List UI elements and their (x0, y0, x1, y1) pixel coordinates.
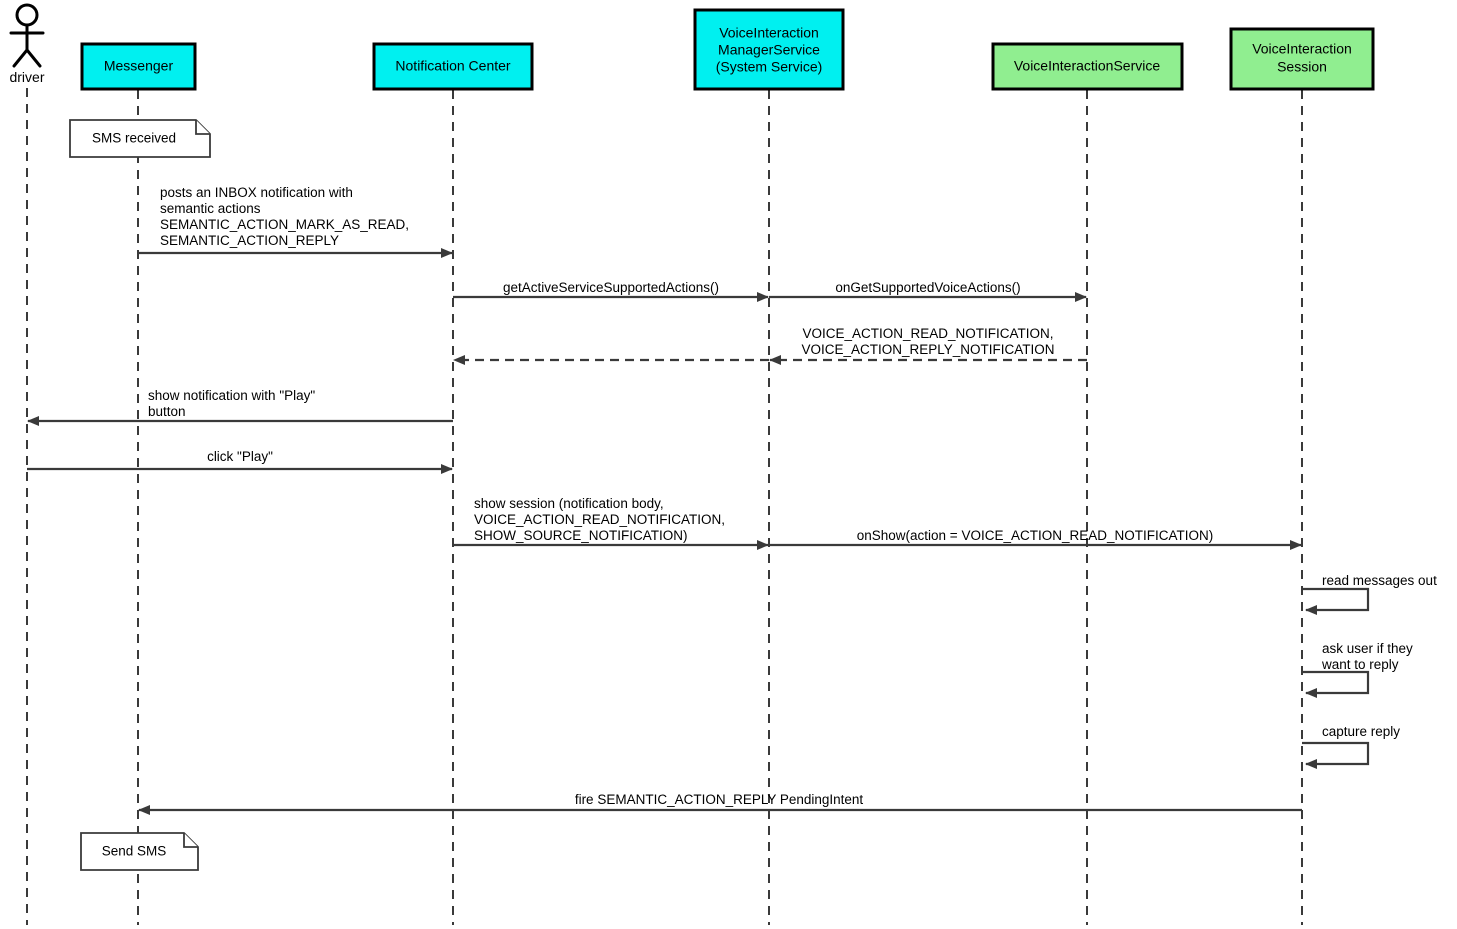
message-get-active-service-supported-actions[interactable]: getActiveServiceSupportedActions() (453, 280, 769, 302)
lifeline-label-voice-interaction-session-line1: VoiceInteraction (1252, 41, 1352, 57)
lifeline-label-voice-interaction-manager-service-line1: VoiceInteraction (719, 25, 819, 41)
lifeline-head-messenger[interactable]: Messenger (80, 42, 197, 91)
note-send-sms-label: Send SMS (102, 844, 167, 859)
message-post-notification-label-line3: SEMANTIC_ACTION_MARK_AS_READ, (160, 217, 409, 232)
lifeline-head-notification-center[interactable]: Notification Center (372, 42, 534, 91)
note-sms-received-label: SMS received (92, 131, 176, 146)
message-return-voice-actions-label-line2: VOICE_ACTION_REPLY_NOTIFICATION (801, 342, 1054, 357)
lifeline-label-messenger: Messenger (104, 58, 174, 74)
lifeline-head-voice-interaction-manager-service[interactable]: VoiceInteraction ManagerService (System … (693, 8, 845, 91)
note-send-sms-shape (80, 832, 199, 871)
note-send-sms[interactable]: Send SMS (80, 832, 199, 871)
lifeline-dashes (26, 88, 1303, 925)
message-fire-reply-pending-intent-label: fire SEMANTIC_ACTION_REPLY PendingIntent (575, 792, 864, 807)
lifeline-box-notification-center[interactable] (372, 42, 534, 91)
lifeline-head-voice-interaction-service[interactable]: VoiceInteractionService (991, 42, 1184, 91)
self-message-capture-reply[interactable]: capture reply (1302, 724, 1400, 769)
message-show-session-label-line3: SHOW_SOURCE_NOTIFICATION) (474, 528, 688, 543)
self-message-read-messages-out[interactable]: read messages out (1302, 573, 1437, 615)
message-click-play-label: click "Play" (207, 449, 273, 464)
message-on-get-supported-voice-actions[interactable]: onGetSupportedVoiceActions() (769, 280, 1087, 302)
message-post-notification-label-line1: posts an INBOX notification with (160, 185, 353, 200)
actor-head-icon (15, 3, 39, 27)
actor-leg-left-icon (12, 48, 29, 68)
note-sms-received-shape (69, 119, 211, 158)
note-send-sms-fold-icon (183, 833, 198, 848)
message-show-session[interactable]: show session (notification body, VOICE_A… (453, 496, 769, 550)
self-message-read-messages-out-arrow[interactable] (1302, 587, 1370, 615)
note-sms-received[interactable]: SMS received (69, 119, 211, 158)
actor-driver-label: driver (9, 69, 44, 85)
lifeline-box-voice-interaction-session[interactable] (1229, 27, 1375, 91)
lifeline-box-voice-interaction-manager-service[interactable] (693, 8, 845, 91)
lifeline-label-voice-interaction-manager-service-line2: ManagerService (718, 42, 820, 58)
message-click-play[interactable]: click "Play" (27, 449, 453, 474)
lifeline-box-voice-interaction-service[interactable] (991, 42, 1184, 91)
message-return-voice-actions-to-manager[interactable]: VOICE_ACTION_READ_NOTIFICATION, VOICE_AC… (769, 326, 1087, 365)
lifeline-label-notification-center: Notification Center (395, 58, 511, 74)
lifeline-box-messenger[interactable] (80, 42, 197, 91)
self-message-ask-user-reply-label-line1: ask user if they (1322, 641, 1413, 656)
lifeline-label-voice-interaction-service: VoiceInteractionService (1014, 58, 1161, 74)
message-show-session-label-line1: show session (notification body, (474, 496, 664, 511)
message-show-notification-label-line2: button (148, 404, 186, 419)
message-on-show-label: onShow(action = VOICE_ACTION_READ_NOTIFI… (857, 528, 1213, 543)
self-message-read-messages-out-label: read messages out (1322, 573, 1437, 588)
message-post-notification-label-line2: semantic actions (160, 201, 261, 216)
self-message-capture-reply-arrow[interactable] (1302, 741, 1370, 769)
self-message-ask-user-reply[interactable]: ask user if they want to reply (1302, 641, 1413, 698)
lifeline-label-voice-interaction-manager-service-line3: (System Service) (716, 59, 823, 75)
message-on-get-supported-voice-actions-label: onGetSupportedVoiceActions() (835, 280, 1020, 295)
self-message-capture-reply-label: capture reply (1322, 724, 1400, 739)
message-post-notification[interactable]: posts an INBOX notification with semanti… (138, 185, 453, 258)
lifeline-label-voice-interaction-session-line2: Session (1277, 59, 1327, 75)
message-on-show[interactable]: onShow(action = VOICE_ACTION_READ_NOTIFI… (769, 528, 1302, 550)
message-fire-reply-pending-intent[interactable]: fire SEMANTIC_ACTION_REPLY PendingIntent (138, 792, 1302, 815)
actor-driver[interactable]: driver (9, 3, 45, 85)
actor-leg-right-icon (25, 48, 42, 68)
self-message-ask-user-reply-label-line2: want to reply (1321, 657, 1399, 672)
lifeline-head-voice-interaction-session[interactable]: VoiceInteraction Session (1229, 27, 1375, 91)
self-message-ask-user-reply-arrow[interactable] (1302, 670, 1370, 698)
message-post-notification-label-line4: SEMANTIC_ACTION_REPLY (160, 233, 339, 248)
note-sms-received-fold-icon (195, 120, 210, 135)
message-show-notification[interactable]: show notification with "Play" button (27, 388, 453, 426)
message-show-session-label-line2: VOICE_ACTION_READ_NOTIFICATION, (474, 512, 725, 527)
message-get-active-service-supported-actions-label: getActiveServiceSupportedActions() (503, 280, 719, 295)
message-return-voice-actions-label-line1: VOICE_ACTION_READ_NOTIFICATION, (802, 326, 1053, 341)
message-show-notification-label-line1: show notification with "Play" (148, 388, 315, 403)
